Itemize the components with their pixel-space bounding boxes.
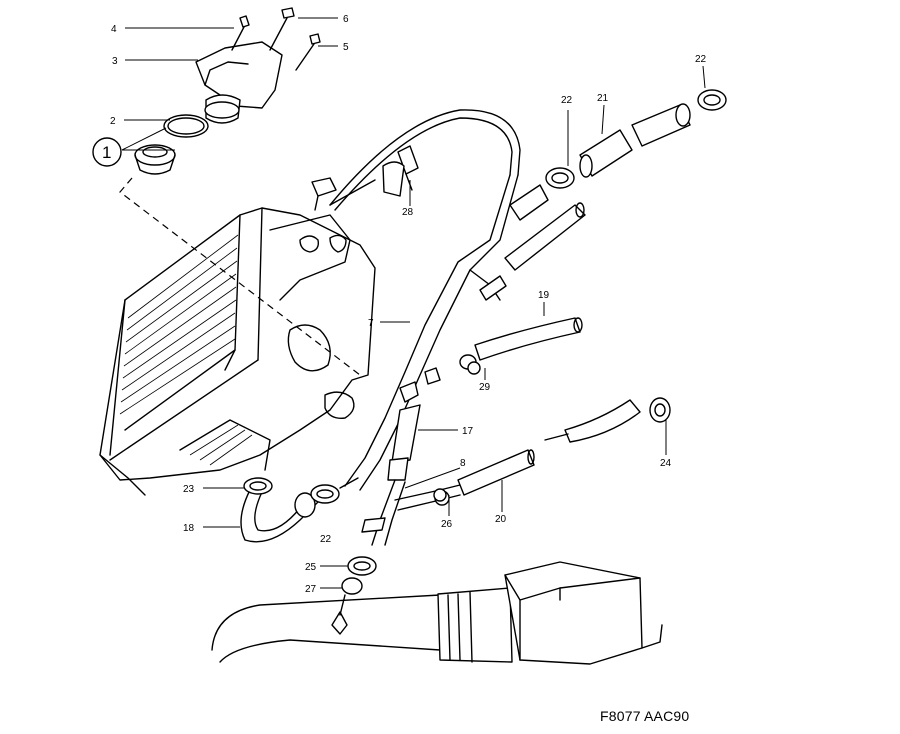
clamps-25-27	[331, 556, 377, 635]
pipe-upper-mid	[479, 184, 586, 301]
assembly-centerline	[119, 177, 361, 376]
callouts: 1 2 3 4 5 6 7 8 17 18 19 20 21 22 22 22 …	[92, 14, 707, 595]
sensor-28	[382, 145, 419, 197]
hose-8	[361, 479, 461, 546]
callout-17: 17	[462, 426, 474, 437]
clips-29-26	[433, 361, 481, 502]
callout-27: 27	[305, 584, 317, 595]
callout-23: 23	[183, 484, 195, 495]
callout-20: 20	[495, 514, 507, 525]
callout-22-upper: 22	[561, 95, 573, 106]
callout-29: 29	[479, 382, 491, 393]
callout-6: 6	[343, 14, 349, 25]
callout-1: 1	[102, 143, 111, 162]
hose-24	[544, 397, 671, 443]
callout-8: 8	[460, 458, 466, 469]
callout-26: 26	[441, 519, 453, 530]
callout-25: 25	[305, 562, 317, 573]
callout-4: 4	[111, 24, 117, 35]
intake-pipe	[211, 561, 663, 665]
hose-7	[329, 109, 521, 491]
pipe-20	[434, 449, 535, 506]
callout-5: 5	[343, 42, 349, 53]
hose-17	[387, 367, 441, 481]
callout-24: 24	[660, 458, 672, 469]
leader-lines	[121, 17, 706, 589]
drawing-reference-code: F8077 AAC90	[600, 708, 690, 724]
callout-1-circle	[92, 137, 122, 167]
callout-7: 7	[368, 318, 374, 329]
callout-22-top-right: 22	[695, 54, 707, 65]
pipe-21	[545, 89, 727, 189]
callout-21: 21	[597, 93, 609, 104]
hose-18	[240, 477, 359, 543]
thermostat-housing	[134, 7, 321, 175]
callout-22-lower: 22	[320, 534, 332, 545]
hose-19	[459, 317, 583, 370]
callout-18: 18	[183, 523, 195, 534]
callout-19: 19	[538, 290, 550, 301]
callout-3: 3	[112, 56, 118, 67]
engine-block	[99, 177, 376, 496]
callout-28: 28	[402, 207, 414, 218]
callout-2: 2	[110, 116, 116, 127]
